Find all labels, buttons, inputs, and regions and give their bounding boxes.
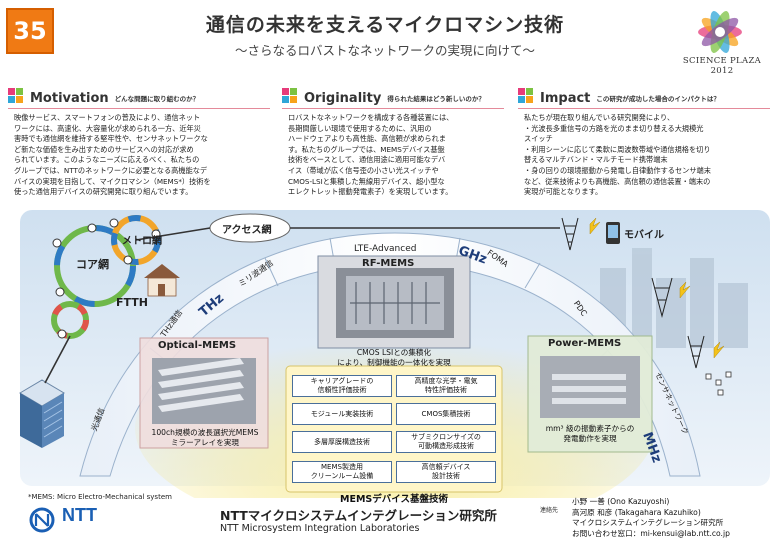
mobile-label: モバイル — [624, 230, 664, 241]
tech-item: MEMS製造用クリーンルーム設備 — [292, 461, 392, 483]
power-mems-title: Power-MEMS — [548, 338, 622, 349]
originality-title: Originality — [304, 91, 382, 106]
rf-mems-title: RF-MEMS — [362, 258, 415, 269]
technology-grid: キャリアグレードの信頼性評価技術 高精度な光学・電気特性評価技術 モジュール実装… — [290, 371, 498, 491]
lab-name-jp: NTTマイクロシステムインテグレーション研究所 — [220, 508, 497, 523]
optical-mems-panel — [139, 337, 269, 449]
tech-grid-background — [285, 365, 503, 493]
datacenter-building-icon — [19, 379, 65, 448]
motivation-question: どんな問題に取り組むのか？ — [114, 95, 200, 103]
metro-network-label: メトロ網 — [122, 236, 162, 247]
originality-question: 得られた結果はどう新しいのか？ — [387, 95, 485, 103]
tech-item: 多層厚膜構造技術 — [292, 431, 392, 453]
network-arc-band — [79, 232, 701, 477]
section-mark-icon — [8, 88, 26, 106]
power-mems-panel — [527, 335, 653, 453]
network-diagram: コア網 メトロ網 アクセス網 FTTH モバイル LTE-Advanced ミリ… — [0, 208, 773, 505]
ntt-wordmark: NTT — [62, 505, 97, 525]
optical-mems-title: Optical-MEMS — [158, 340, 237, 351]
antenna-tower-icon — [561, 217, 705, 369]
poster-subtitle: 〜さらなるロバストなネットワークの実現に向けて〜 — [234, 43, 535, 58]
motivation-title: Motivation — [30, 91, 109, 106]
science-plaza-logo-icon — [698, 10, 742, 54]
motivation-section: Motivation どんな問題に取り組むのか？ 映像サービス、スマートフォンの… — [8, 86, 270, 210]
core-network-label: コア網 — [76, 258, 109, 271]
power-mems-caption: mm³ 級の振動素子からの 発電動作を実現 — [545, 424, 635, 443]
mems-foundation-label: MEMSデバイス基盤技術 — [340, 494, 448, 505]
access-network-label: アクセス網 — [222, 225, 272, 236]
rf-mems-caption: CMOS LSIとの集積化 により、制御機能の一体化を実現 — [337, 348, 451, 367]
originality-section: Originality 得られた結果はどう新しいのか？ ロバストなネットワークを… — [282, 86, 504, 210]
mems-footnote: *MEMS: Micro Electro-Mechanical system — [28, 493, 172, 501]
impact-section: Impact この研究が成功した場合のインパクトは？ 私たちが現在取り組んでいる… — [518, 86, 770, 210]
contact-info: 小野 一善 (Ono Kazuyoshi) 高河原 和彦 (Takagahara… — [572, 497, 730, 538]
rf-mems-panel — [317, 255, 471, 349]
tech-item: 高信頼デバイス設計技術 — [396, 461, 496, 483]
tech-item: サブミクロンサイズの可動構造形成技術 — [396, 431, 496, 453]
originality-text: ロバストなネットワークを構成する各種装置には、 長期間厳しい環境で使用するために… — [288, 113, 454, 197]
tech-item: キャリアグレードの信頼性評価技術 — [292, 375, 392, 397]
impact-text: 私たちが現在取り組んでいる研究開発により、 ・光波長多重信号の方路を光のまま切り… — [524, 113, 711, 197]
diagram-graphics — [19, 210, 770, 498]
ntt-logo-icon — [29, 507, 55, 533]
tech-item: 高精度な光学・電気特性評価技術 — [396, 375, 496, 397]
lte-advanced-label: LTE-Advanced — [354, 244, 417, 254]
motivation-text: 映像サービス、スマートフォンの普及により、通信ネット ワークには、高速化、大容量… — [14, 113, 211, 197]
poster-title: 通信の未来を支えるマイクロマシン技術 — [205, 14, 565, 36]
impact-title: Impact — [540, 91, 591, 106]
tech-item: モジュール実装技術 — [292, 403, 392, 425]
sensor-nodes-icon — [705, 371, 732, 396]
tech-item: CMOS集積技術 — [396, 403, 496, 425]
contact-tag: 連絡先 — [540, 507, 559, 514]
ftth-label: FTTH — [116, 296, 148, 309]
optical-mems-caption: 100ch規模の波長選択光MEMS ミラーアレイを実現 — [151, 428, 259, 447]
event-name: SCIENCE PLAZA 2012 — [682, 56, 762, 76]
lab-name-en: NTT Microsystem Integration Laboratories — [220, 523, 420, 534]
mobile-phone-icon — [606, 222, 620, 244]
poster-number-badge: 35 — [6, 8, 54, 54]
section-mark-icon — [518, 88, 536, 106]
house-icon — [144, 264, 180, 297]
section-mark-icon — [282, 88, 300, 106]
impact-question: この研究が成功した場合のインパクトは？ — [596, 95, 720, 103]
